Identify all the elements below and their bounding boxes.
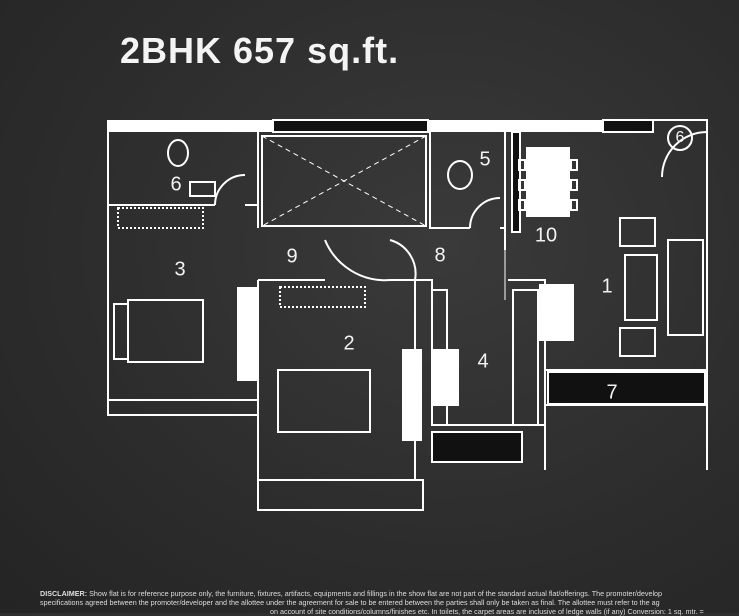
top-wall-left xyxy=(108,120,273,132)
dining-table xyxy=(526,147,570,217)
window-room-2 xyxy=(402,349,422,441)
bed-3 xyxy=(127,299,204,363)
door-swing xyxy=(469,197,501,229)
room-label: 6 xyxy=(170,173,182,196)
room-label: 4 xyxy=(477,350,489,373)
basin-icon xyxy=(189,181,216,197)
kitchen-window xyxy=(431,349,459,406)
sofa xyxy=(667,239,704,336)
top-window-right xyxy=(602,119,654,133)
room-label: 3 xyxy=(174,258,186,281)
bed-2 xyxy=(277,369,371,433)
sofa-table xyxy=(624,254,658,321)
bath-6-walls xyxy=(108,132,259,228)
toilet-icon xyxy=(447,160,473,190)
chair xyxy=(570,179,578,191)
room-label: 7 xyxy=(606,381,618,404)
top-window xyxy=(272,119,429,133)
counter-right xyxy=(512,289,539,426)
chair xyxy=(570,159,578,171)
door-swing xyxy=(214,174,246,206)
room-label: 2 xyxy=(343,332,355,355)
window-living xyxy=(539,284,574,341)
door-swing xyxy=(389,239,417,281)
chair xyxy=(570,199,578,211)
outer-wall-right xyxy=(653,119,708,470)
chair xyxy=(518,159,526,171)
top-wall-mid xyxy=(428,120,603,132)
utility-balcony xyxy=(431,431,523,463)
disclaimer-line: Show flat is for reference purpose only,… xyxy=(89,589,663,598)
window-room-3 xyxy=(237,287,257,381)
room-label: 6 xyxy=(667,125,693,151)
wardrobe-2 xyxy=(279,286,366,308)
bath-5-walls xyxy=(429,132,506,250)
room-label: 8 xyxy=(434,244,446,267)
door-swing xyxy=(324,239,391,282)
armchair xyxy=(619,217,656,247)
plan-title: 2BHK 657 sq.ft. xyxy=(120,30,400,71)
bed-3-headboard xyxy=(113,303,129,360)
balcony-2 xyxy=(257,479,424,511)
outer-wall-left xyxy=(107,120,258,416)
disclaimer-line: on account of site conditions/columns/fi… xyxy=(270,607,704,616)
toilet-icon xyxy=(167,139,189,167)
chair xyxy=(518,179,526,191)
balcony-7 xyxy=(547,371,706,405)
armchair xyxy=(619,327,656,357)
room-label: 9 xyxy=(286,245,298,268)
shaft-cross xyxy=(261,135,427,227)
room-2-walls xyxy=(257,279,416,481)
wardrobe-3 xyxy=(117,207,204,229)
shaft xyxy=(261,135,427,227)
disclaimer-line: specifications agreed between the promot… xyxy=(40,598,660,607)
disclaimer-first-line: DISCLAIMER: Show flat is for reference p… xyxy=(40,589,739,598)
room-label: 5 xyxy=(479,148,491,171)
disclaimer-heading: DISCLAIMER: xyxy=(40,589,88,598)
room-label: 10 xyxy=(534,224,558,247)
chair xyxy=(518,199,526,211)
room-label: 1 xyxy=(601,275,613,298)
disclaimer: DISCLAIMER: Show flat is for reference p… xyxy=(40,589,739,616)
